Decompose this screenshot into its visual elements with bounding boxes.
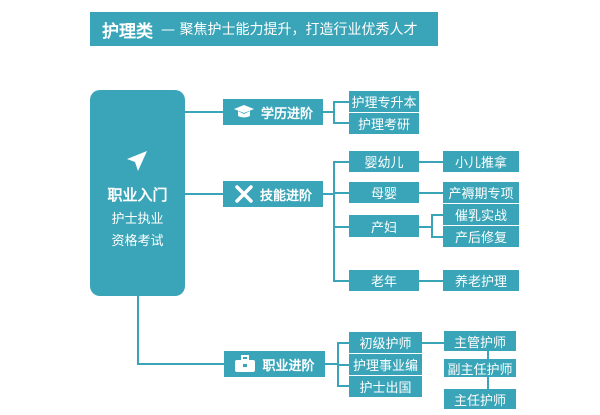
node-junior-nurse: 初级护师 [349, 332, 422, 353]
leaf-associate-chief-nurse: 副主任护师 [444, 359, 516, 378]
connector [323, 193, 333, 195]
connector [487, 351, 489, 359]
connector [337, 342, 349, 344]
category-education: 学历进阶 [223, 99, 323, 125]
node-postpartum: 产妇 [349, 215, 419, 237]
category-skills-label: 技能进阶 [259, 188, 312, 204]
node-elderly: 老年 [349, 270, 419, 291]
connector [323, 111, 333, 113]
tools-icon [235, 185, 253, 203]
leaf-supervisor-nurse: 主管护师 [444, 331, 516, 351]
leaf-lactation: 催乳实战 [443, 204, 519, 225]
connector [333, 161, 349, 163]
root-title: 职业入门 [107, 186, 168, 204]
node-infant: 婴幼儿 [349, 151, 419, 172]
send-arrow-icon [127, 151, 147, 171]
root-line-1: 护士执业 [111, 212, 164, 227]
connector [431, 236, 443, 238]
connector [325, 363, 337, 365]
connector [419, 161, 443, 163]
connector [419, 192, 443, 194]
header-bar: 护理类 — 聚焦护士能力提升，打造行业优秀人才 [90, 12, 438, 46]
node-nursing-postgrad: 护理考研 [349, 113, 419, 134]
connector [185, 111, 223, 113]
connector [333, 280, 349, 282]
connector [333, 122, 349, 124]
graduation-cap-icon [233, 105, 254, 118]
category-education-label: 学历进阶 [260, 106, 313, 122]
header-subtitle: — 聚焦护士能力提升，打造行业优秀人才 [161, 22, 418, 38]
leaf-postnatal-recovery: 产后修复 [443, 226, 519, 247]
connector [419, 226, 431, 228]
connector [333, 161, 335, 281]
connector [333, 226, 349, 228]
connector [185, 193, 223, 195]
briefcase-icon [235, 355, 256, 372]
node-overseas: 护士出国 [349, 376, 422, 397]
connector [333, 192, 349, 194]
connector [333, 101, 335, 123]
leaf-puerperium: 产褥期专项 [443, 182, 519, 203]
connector [422, 342, 444, 344]
header-title: 护理类 [102, 21, 153, 42]
leaf-elder-care: 养老护理 [443, 270, 519, 291]
leaf-chief-nurse: 主任护师 [444, 389, 516, 409]
connector [337, 364, 349, 366]
connector [137, 363, 224, 365]
category-career: 职业进阶 [224, 351, 325, 377]
category-career-label: 职业进阶 [262, 358, 315, 374]
root-card: 职业入门 护士执业 资格考试 [90, 90, 185, 296]
connector [333, 101, 349, 103]
node-nursing-upgrade: 护理专升本 [349, 91, 419, 112]
connector [137, 296, 139, 364]
category-skills: 技能进阶 [223, 181, 323, 207]
leaf-pediatric-massage: 小儿推拿 [443, 151, 519, 172]
node-public-post: 护理事业编 [349, 354, 422, 375]
connector [431, 214, 433, 237]
connector [431, 214, 443, 216]
root-line-2: 资格考试 [111, 234, 164, 249]
connector [487, 377, 489, 389]
connector [337, 385, 349, 387]
connector [419, 280, 443, 282]
node-maternal: 母婴 [349, 182, 419, 203]
